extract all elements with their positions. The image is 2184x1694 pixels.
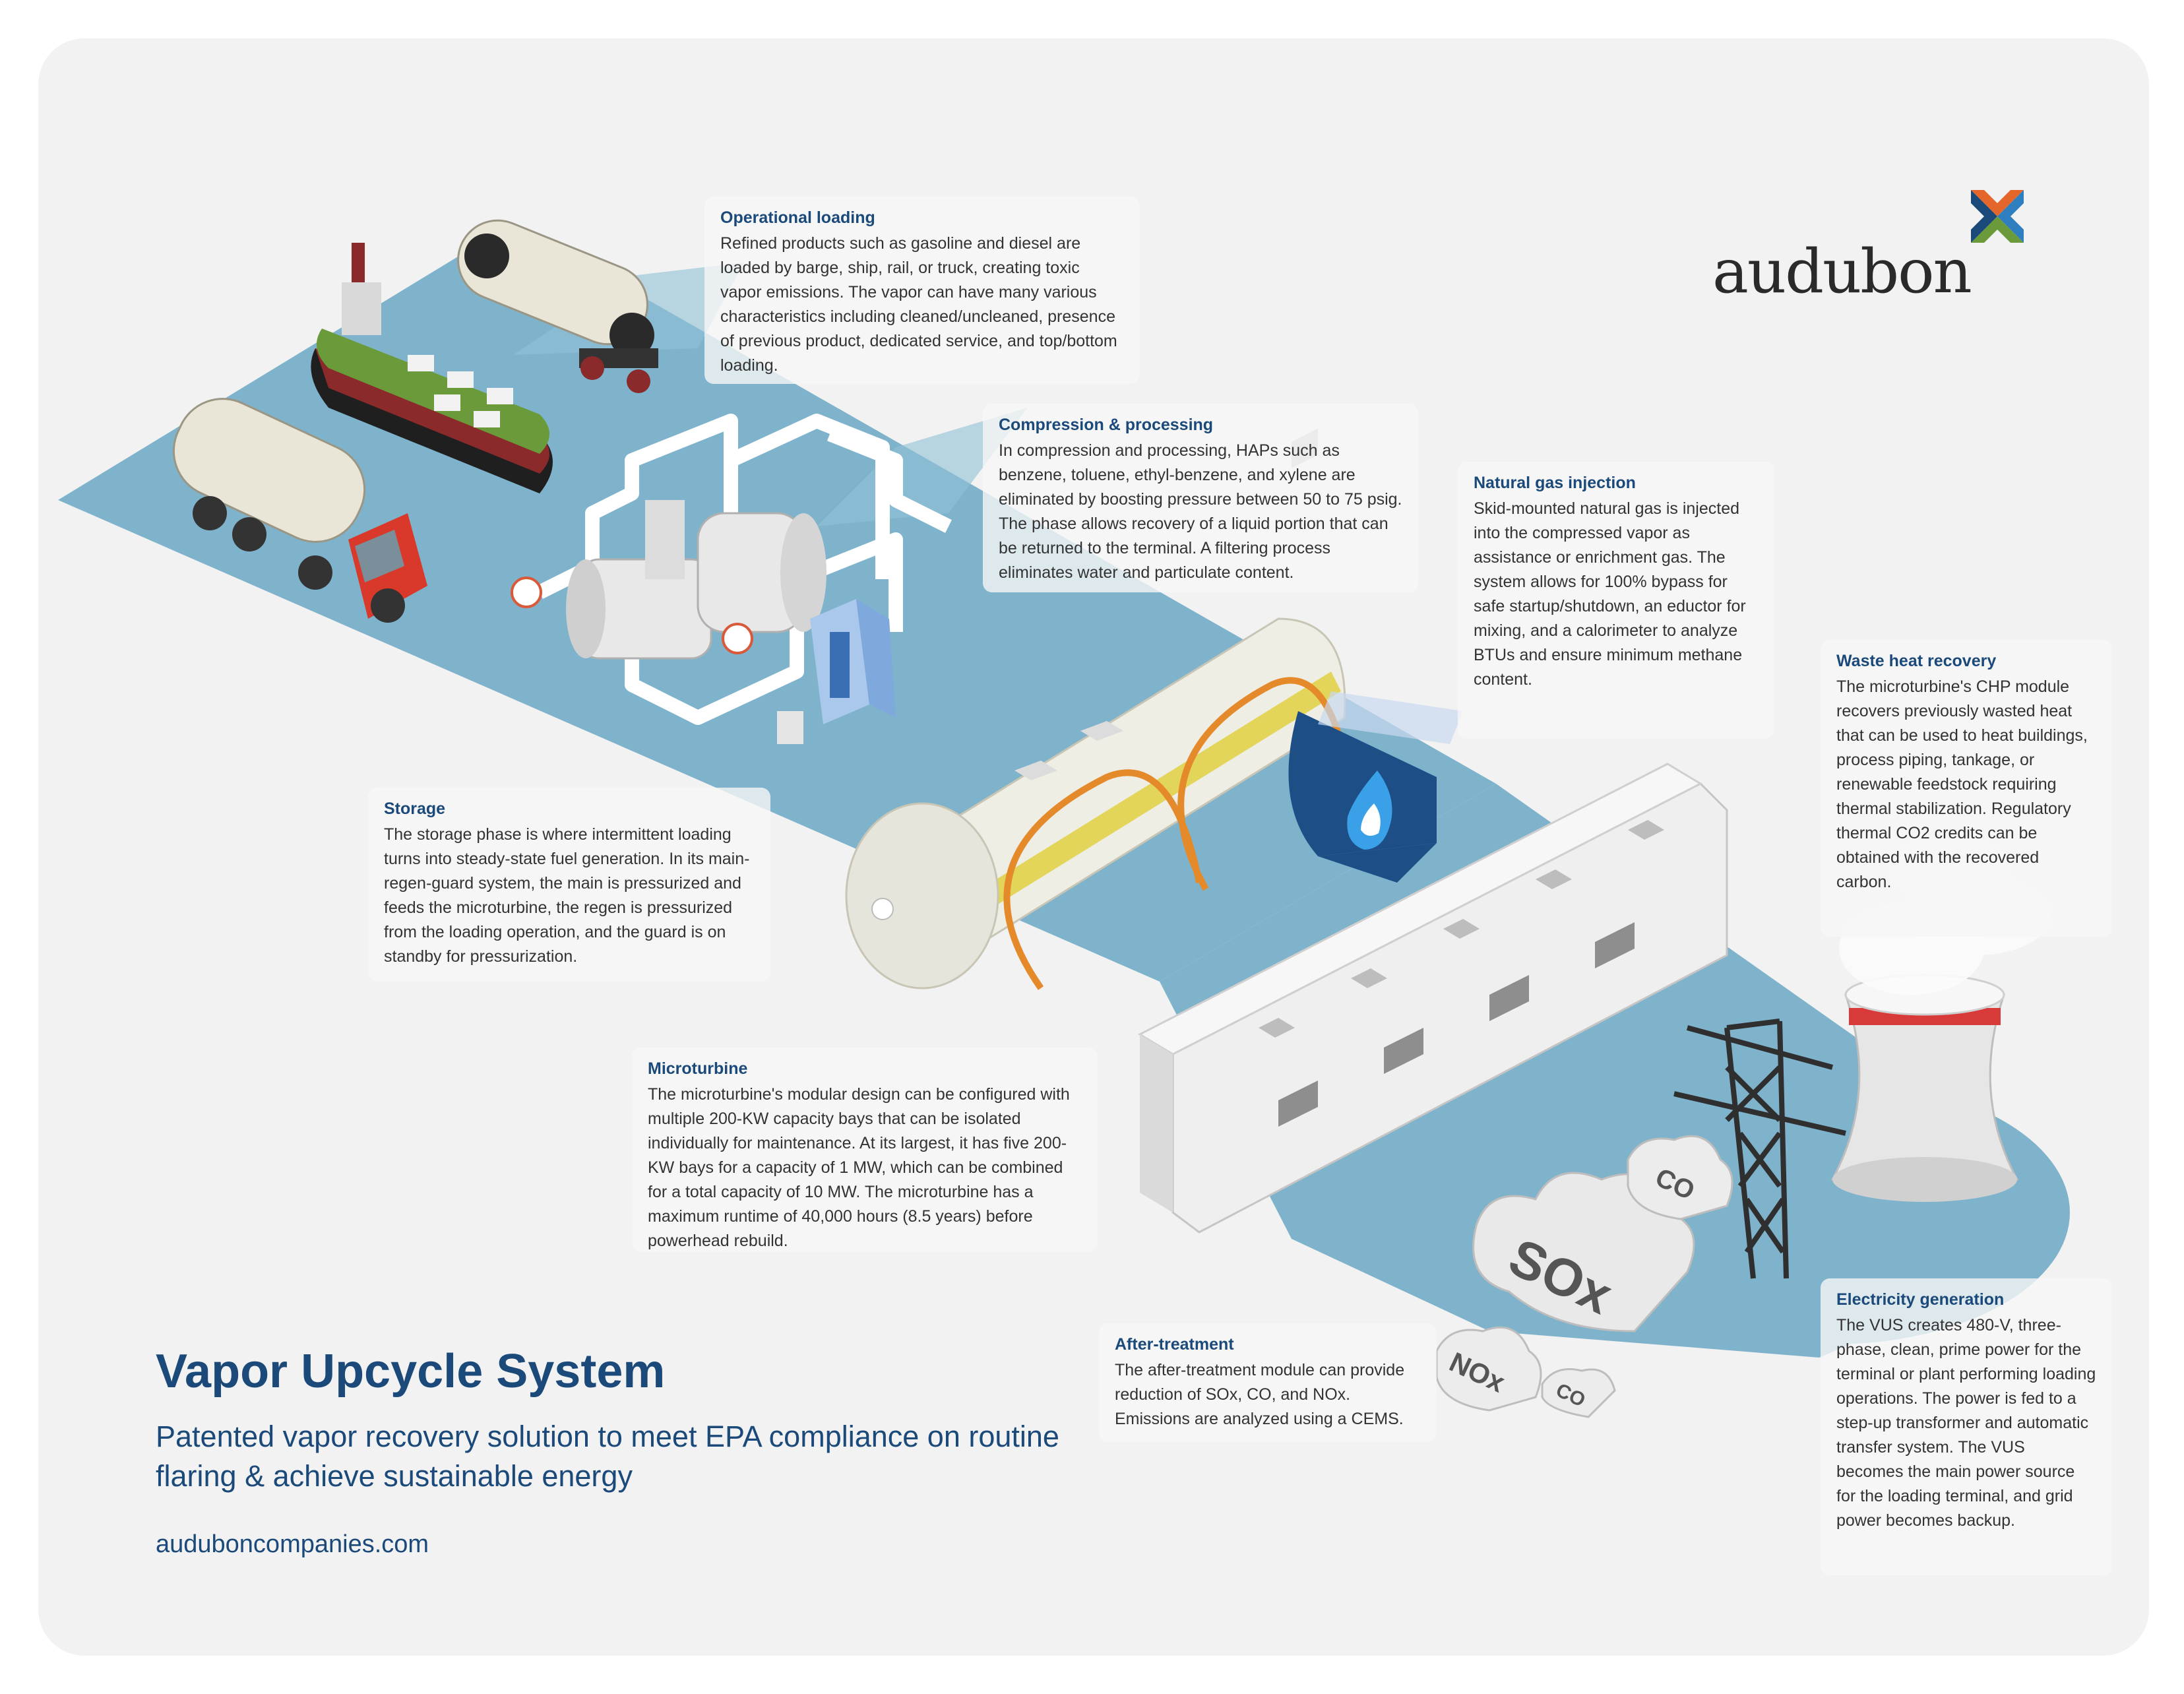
storage-box: Storage The storage phase is where inter…	[368, 788, 770, 982]
storage-tank-icon	[845, 617, 1354, 990]
storage-heading: Storage	[384, 800, 446, 818]
waste-heat-text: The microturbine's CHP module recovers p…	[1836, 677, 2088, 891]
ship-icon	[311, 243, 553, 493]
compression-box: Compression & processing In compression …	[983, 404, 1418, 592]
operational-loading-heading: Operational loading	[720, 208, 875, 227]
electricity-box: Electricity generation The VUS creates 4…	[1821, 1278, 2112, 1575]
electricity-heading: Electricity generation	[1836, 1290, 2005, 1309]
website-link[interactable]: auduboncompanies.com	[156, 1530, 429, 1558]
power-pylon-icon	[1673, 1019, 1846, 1279]
flame-icon	[1288, 691, 1463, 883]
compression-text: In compression and processing, HAPs such…	[999, 441, 1402, 582]
microturbine-text: The microturbine's modular design can be…	[648, 1085, 1070, 1250]
brand-wordmark: audubon	[1712, 236, 1972, 307]
operational-loading-box: Operational loading Refined products suc…	[704, 197, 1140, 384]
compressor-body-icon	[511, 500, 827, 660]
natural-gas-box: Natural gas injection Skid-mounted natur…	[1458, 462, 1774, 739]
light-beam	[817, 408, 1028, 526]
compression-heading: Compression & processing	[999, 416, 1214, 434]
waste-heat-heading: Waste heat recovery	[1836, 652, 1997, 670]
after-treatment-box: After-treatment The after-treatment modu…	[1099, 1323, 1437, 1442]
storage-text: The storage phase is where intermittent …	[384, 825, 750, 966]
rail-car-icon	[457, 219, 658, 393]
tanker-truck-icon	[172, 398, 427, 623]
audubon-x-mark-icon	[1971, 190, 2024, 243]
waste-heat-box: Waste heat recovery The microturbine's C…	[1821, 640, 2112, 937]
natural-gas-heading: Natural gas injection	[1474, 474, 1636, 492]
infographic-card: SOx CO NOx CO audubon Operational loadin…	[38, 38, 2149, 1656]
electricity-text: The VUS creates 480-V, three-phase, clea…	[1836, 1316, 2096, 1530]
microturbine-heading: Microturbine	[648, 1059, 748, 1078]
after-treatment-text: The after-treatment module can provide r…	[1115, 1361, 1405, 1428]
page-subtitle: Patented vapor recovery solution to meet…	[156, 1420, 1059, 1493]
operational-loading-text: Refined products such as gasoline and di…	[720, 234, 1117, 375]
emission-cloud-icon: SOx CO NOx CO	[1435, 1135, 1733, 1418]
microturbine-container-icon	[1137, 428, 1728, 1234]
microturbine-box: Microturbine The microturbine's modular …	[632, 1048, 1098, 1252]
gas-skid-icon	[777, 599, 896, 744]
process-illustration: SOx CO NOx CO	[58, 219, 2070, 1418]
page-title: Vapor Upcycle System	[156, 1345, 666, 1398]
after-treatment-heading: After-treatment	[1115, 1335, 1234, 1354]
natural-gas-text: Skid-mounted natural gas is injected int…	[1474, 499, 1746, 689]
